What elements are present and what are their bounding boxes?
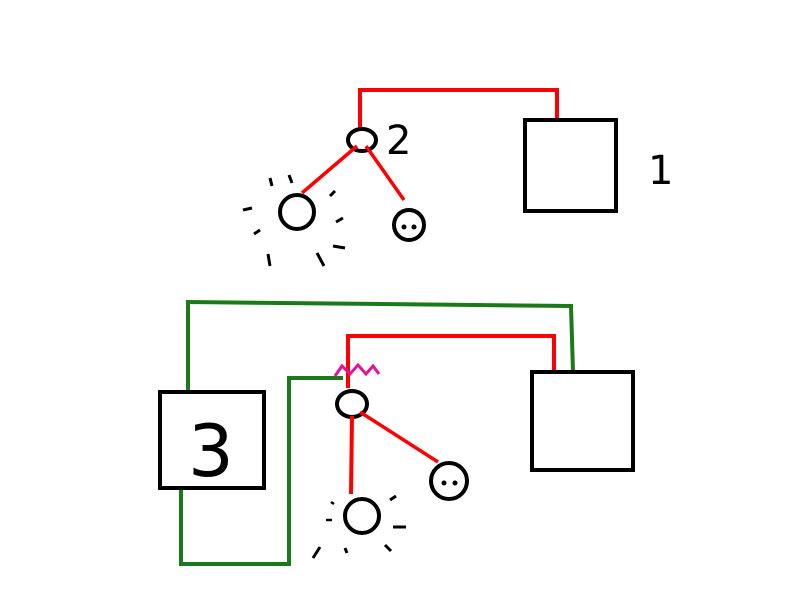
bottom-red-wire (346, 334, 556, 388)
box-3 (158, 390, 266, 490)
top-socket-icon (392, 208, 426, 242)
node-2 (346, 127, 378, 153)
top-wire-to-socket (364, 144, 406, 202)
zigzag-switch-icon (333, 362, 381, 377)
bottom-socket-icon (429, 461, 469, 501)
node-2-label: 2 (386, 118, 411, 164)
bottom-wire-to-lamp (349, 415, 354, 495)
green-bottom-wire (179, 376, 343, 566)
bottom-wire-to-socket (359, 410, 439, 464)
box-1-label: 1 (648, 148, 673, 194)
box-1 (523, 118, 618, 213)
bottom-circuit: 3 (158, 299, 635, 566)
top-red-wire (358, 88, 559, 128)
box-3-label: 3 (188, 409, 234, 493)
top-lamp-icon (242, 174, 346, 267)
green-top-wire (186, 299, 575, 390)
box-right (530, 370, 635, 472)
top-wire-to-lamp (300, 144, 359, 195)
bottom-lamp-icon (311, 494, 406, 559)
top-circuit: 1 2 (242, 88, 673, 267)
